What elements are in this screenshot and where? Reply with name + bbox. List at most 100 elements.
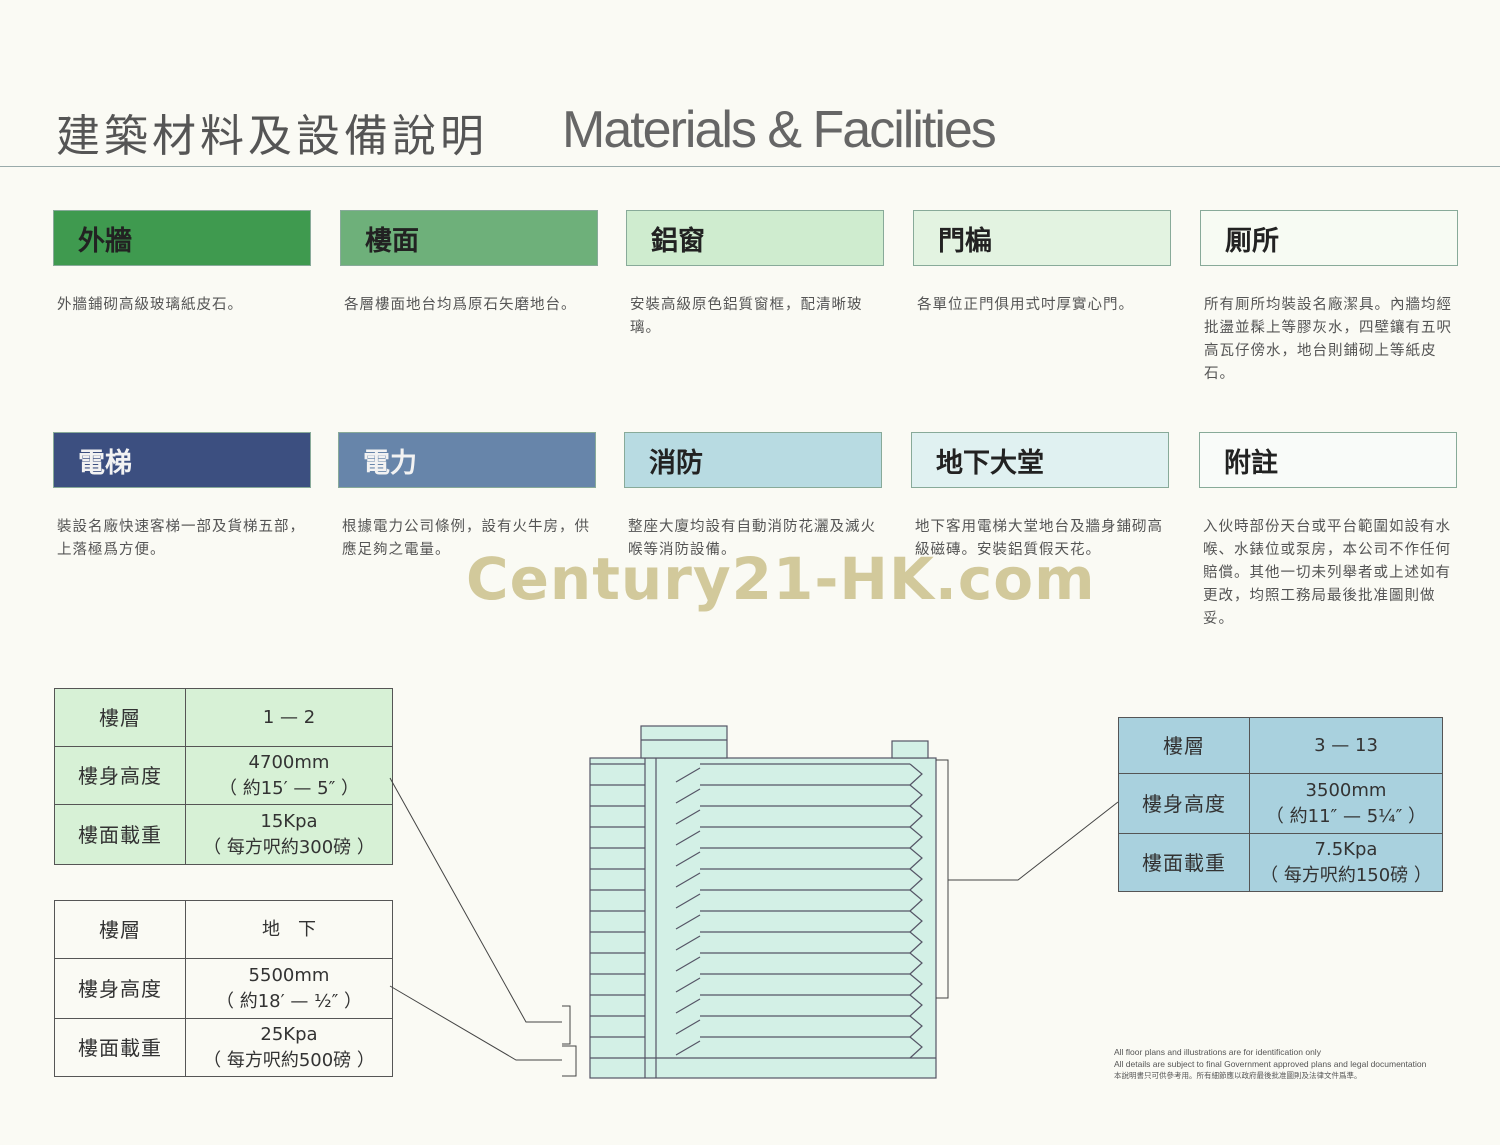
facade-zigzag (909, 847, 923, 870)
item-floor-header: 樓面 (340, 210, 598, 266)
stair-flight (675, 998, 701, 1014)
facade-zigzag (909, 973, 923, 996)
stair-flight (675, 893, 701, 909)
item-toilet-header: 厠所 (1200, 210, 1458, 266)
item-toilet: 厠所 所有厠所均裝設名廠潔具。內牆均經批盪並髹上等膠灰水，四壁鑲有五呎高瓦仔傍水… (1200, 210, 1458, 386)
item-ground-lobby: 地下大堂 地下客用電梯大堂地台及牆身鋪砌高級磁磚。安裝鋁質假天花。 (911, 432, 1169, 562)
value-load: 25Kpa （ 每方呎約500磅 ） (185, 1018, 393, 1077)
value-load: 7.5Kpa （ 每方呎約150磅 ） (1249, 833, 1443, 892)
value-floor: 3 — 13 (1249, 717, 1443, 774)
item-door-header: 門楄 (913, 210, 1171, 266)
value-load-lb: （ 每方呎約300磅 ） (203, 836, 375, 858)
facade-zigzag (909, 805, 923, 828)
facade-zigzag (909, 1036, 923, 1059)
label-load: 樓面載重 (54, 804, 186, 865)
item-window-text: 安裝高級原色鋁質窗框，配清晰玻璃。 (630, 297, 863, 336)
leader-line-floors-3-13 (948, 801, 1119, 881)
item-ground-lobby-header: 地下大堂 (911, 432, 1169, 488)
stair-flight (675, 956, 701, 972)
stair-flight (675, 809, 701, 825)
stair-flight (675, 977, 701, 993)
leader-line-ground-floor (389, 985, 562, 1061)
item-exterior-wall: 外牆 外牆鋪砌高級玻璃紙皮石。 (53, 210, 311, 317)
item-exterior-wall-text: 外牆鋪砌高級玻璃紙皮石。 (57, 297, 243, 313)
item-ground-lobby-text: 地下客用電梯大堂地台及牆身鋪砌高級磁磚。安裝鋁質假天花。 (915, 519, 1163, 558)
label-height: 樓身高度 (54, 746, 186, 805)
facade-zigzag (909, 868, 923, 891)
label-load: 樓面載重 (1118, 833, 1250, 892)
value-height-mm: 3500mm (1305, 779, 1387, 801)
value-floor: 1 — 2 (185, 688, 393, 747)
leader-lines (389, 759, 1119, 1077)
item-window: 鋁窗 安裝高級原色鋁質窗框，配清晰玻璃。 (626, 210, 884, 340)
value-height-mm: 4700mm (248, 751, 330, 773)
item-lift-header: 電梯 (53, 432, 311, 488)
facade-zigzag (909, 1015, 923, 1038)
title-divider (0, 166, 1500, 167)
item-power: 電力 根據電力公司條例，設有火牛房，供應足夠之電量。 (338, 432, 596, 562)
facade-zigzag (909, 889, 923, 912)
footnote-line-3: 本說明書只可供參考用。所有細節應以政府最後批准圖則及法律文件爲準。 (1114, 1071, 1362, 1080)
item-fire-services-header: 消防 (624, 432, 882, 488)
value-load-kpa: 25Kpa (260, 1023, 318, 1045)
stair-flight (675, 935, 701, 951)
value-height-ft: （ 約15′ — 5″ ） (218, 777, 360, 799)
value-height: 5500mm （ 約18′ — ½″ ） (185, 958, 393, 1019)
footnote-line-1: All floor plans and illustrations are fo… (1114, 1047, 1321, 1057)
leader-line-floors-1-2 (389, 777, 562, 1023)
item-power-header: 電力 (338, 432, 596, 488)
item-toilet-text: 所有厠所均裝設名廠潔具。內牆均經批盪並髹上等膠灰水，四壁鑲有五呎高瓦仔傍水，地台… (1204, 297, 1452, 382)
spec-table-floors-3-13: 樓層 3 — 13 樓身高度 3500mm （ 約11″ — 5¼″ ） 樓面載… (1118, 717, 1443, 892)
value-height-ft: （ 約11″ — 5¼″ ） (1265, 805, 1427, 827)
facade-zigzag (909, 910, 923, 933)
facade-zigzag (909, 763, 923, 786)
roof-structure-right (891, 740, 929, 759)
spec-table-floors-1-2: 樓層 1 — 2 樓身高度 4700mm （ 約15′ — 5″ ） 樓面載重 … (54, 688, 393, 865)
value-load-lb: （ 每方呎約150磅 ） (1260, 864, 1432, 886)
item-window-header: 鋁窗 (626, 210, 884, 266)
value-height: 3500mm （ 約11″ — 5¼″ ） (1249, 773, 1443, 834)
stair-flight (675, 767, 701, 783)
item-fire-services-text: 整座大廈均設有自動消防花灑及滅火喉等消防設備。 (628, 519, 876, 558)
stair-flight (675, 830, 701, 846)
facade-zigzag (909, 952, 923, 975)
facade-zigzag (909, 784, 923, 807)
stair-flight (675, 1040, 701, 1056)
item-notes: 附註 入伙時部份天台或平台範圍如設有水喉、水錶位或泵房，本公司不作任何賠償。其他… (1199, 432, 1457, 631)
item-fire-services: 消防 整座大廈均設有自動消防花灑及滅火喉等消防設備。 (624, 432, 882, 562)
stair-flight (675, 1019, 701, 1035)
value-load-kpa: 15Kpa (260, 810, 318, 832)
page-title-zh: 建築材料及設備說明 (56, 111, 488, 162)
facade-zigzag (909, 826, 923, 849)
value-load: 15Kpa （ 每方呎約300磅 ） (185, 804, 393, 865)
item-floor: 樓面 各層樓面地台均爲原石矢磨地台。 (340, 210, 598, 317)
building-section (589, 725, 937, 1079)
label-floor: 樓層 (1118, 717, 1250, 774)
page-title-en: Materials & Facilities (562, 101, 997, 159)
watermark: Century21-HK.com (466, 545, 1096, 613)
bracket-ground-floor (562, 1045, 577, 1077)
item-floor-text: 各層樓面地台均爲原石矢磨地台。 (344, 297, 577, 313)
item-lift-text: 裝設名廠快速客梯一部及貨梯五部，上落極爲方便。 (57, 519, 305, 558)
bracket-floors-1-2 (562, 1005, 571, 1045)
bracket-floors-3-13 (936, 759, 949, 999)
stair-flight (675, 872, 701, 888)
value-load-kpa: 7.5Kpa (1314, 838, 1378, 860)
stair-flight (675, 788, 701, 804)
item-notes-header: 附註 (1199, 432, 1457, 488)
item-exterior-wall-header: 外牆 (53, 210, 311, 266)
label-floor: 樓層 (54, 688, 186, 747)
item-door: 門楄 各單位正門俱用式吋厚實心門。 (913, 210, 1171, 317)
value-height-ft: （ 約18′ — ½″ ） (215, 990, 363, 1012)
label-load: 樓面載重 (54, 1018, 186, 1077)
item-notes-text: 入伙時部份天台或平台範圍如設有水喉、水錶位或泵房，本公司不作任何賠償。其他一切未… (1203, 519, 1451, 627)
spec-table-ground-floor: 樓層 地 下 樓身高度 5500mm （ 約18′ — ½″ ） 樓面載重 25… (54, 900, 393, 1077)
item-power-text: 根據電力公司條例，設有火牛房，供應足夠之電量。 (342, 519, 590, 558)
item-door-text: 各單位正門俱用式吋厚實心門。 (917, 297, 1134, 313)
value-height-mm: 5500mm (248, 964, 330, 986)
facade-zigzag (909, 994, 923, 1017)
facade-zigzag (909, 931, 923, 954)
stair-flight (675, 851, 701, 867)
footnote-line-2: All details are subject to final Governm… (1114, 1058, 1427, 1069)
